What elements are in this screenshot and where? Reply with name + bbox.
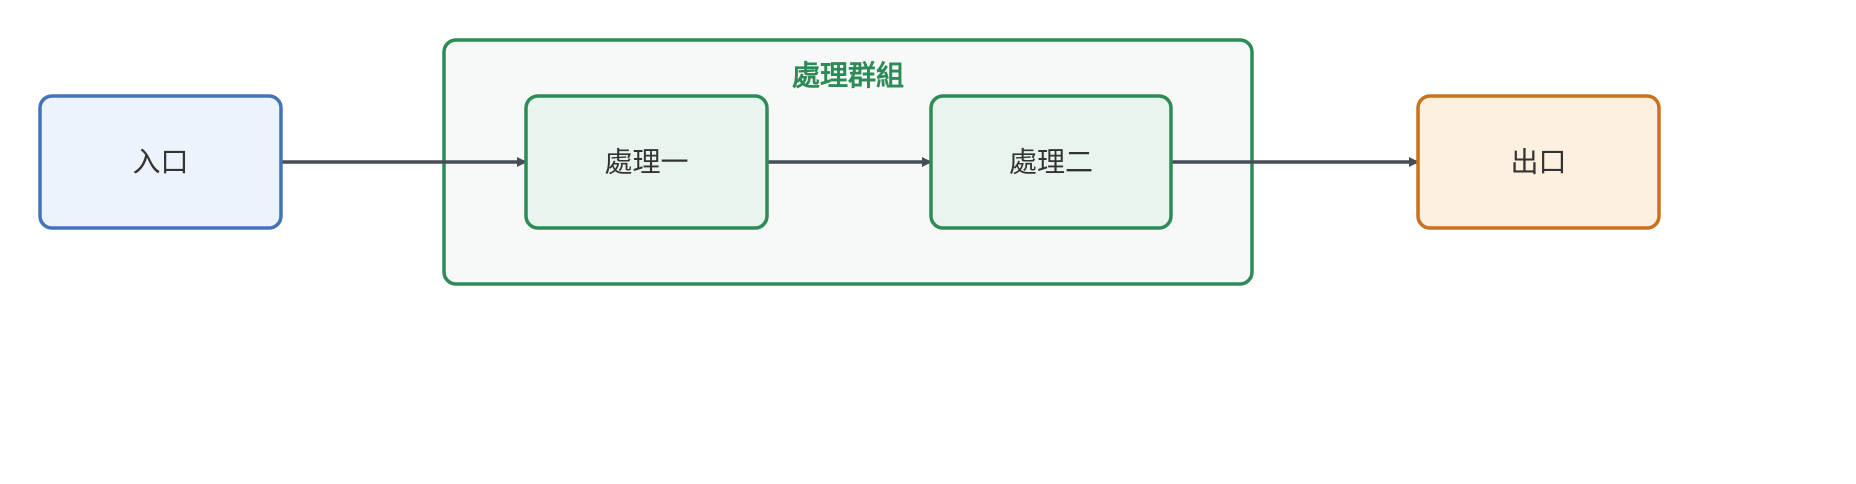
node-entry-box[interactable] bbox=[38, 94, 283, 230]
node-process-2-box[interactable] bbox=[929, 94, 1173, 230]
node-exit[interactable]: 出口 bbox=[1416, 94, 1661, 230]
node-entry[interactable]: 入口 bbox=[38, 94, 283, 230]
group-title: 處理群組 bbox=[792, 59, 904, 92]
node-exit-box[interactable] bbox=[1416, 94, 1661, 230]
node-process-1-box[interactable] bbox=[524, 94, 769, 230]
node-entry-label: 入口 bbox=[132, 146, 188, 179]
node-exit-label: 出口 bbox=[1510, 146, 1566, 179]
node-process-2-label: 處理二 bbox=[1009, 146, 1093, 179]
node-process-1[interactable]: 處理一 bbox=[524, 94, 769, 230]
node-process-2[interactable]: 處理二 bbox=[929, 94, 1173, 230]
node-process-1-label: 處理一 bbox=[604, 146, 688, 179]
